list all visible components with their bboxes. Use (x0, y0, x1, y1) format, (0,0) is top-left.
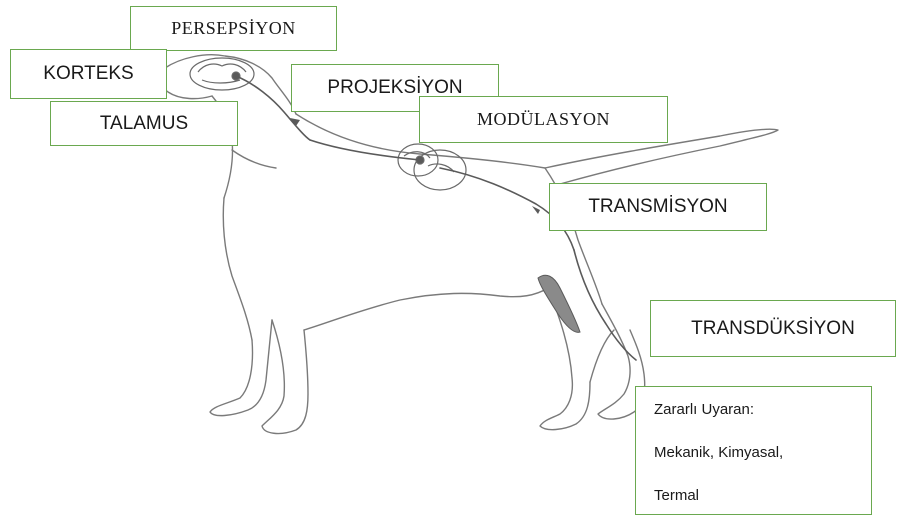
stimulus-types: Mekanik, Kimyasal, (654, 444, 783, 461)
spinal-cord-section (398, 144, 466, 190)
label-korteks: KORTEKS (10, 49, 167, 99)
label-transduksiyon: TRANSDÜKSİYON (650, 300, 896, 357)
label-persepsiyon: PERSEPSİYON (130, 6, 337, 51)
noxious-stimulus-box: Zararlı Uyaran: Mekanik, Kimyasal, Terma… (635, 386, 872, 515)
brain-shape (190, 58, 254, 90)
label-modulasyon: MODÜLASYON (419, 96, 668, 143)
stimulus-types-cont: Termal (654, 487, 699, 504)
label-talamus: TALAMUS (50, 101, 238, 146)
hind-leg-muscle (538, 275, 580, 332)
stimulus-title: Zararlı Uyaran: (654, 401, 754, 418)
label-transmisyon: TRANSMİSYON (549, 183, 767, 231)
